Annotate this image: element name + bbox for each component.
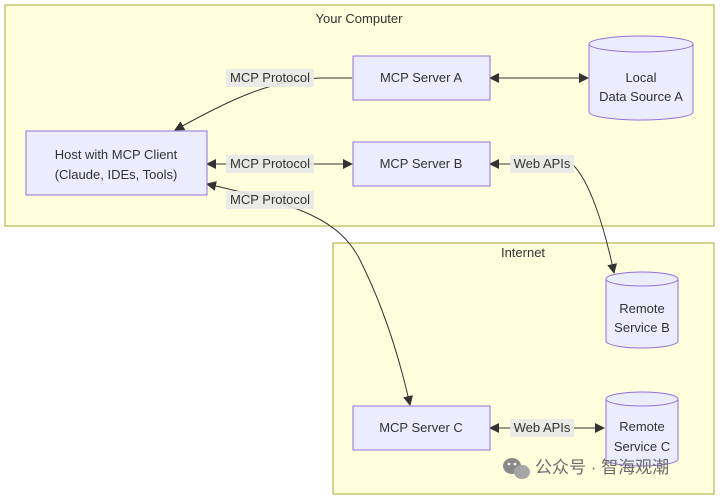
edge-label-bg (226, 155, 314, 173)
remote-service-b-node (605, 271, 679, 349)
remote-service-c-node (605, 391, 679, 467)
server-a-label: MCP Server A (380, 70, 462, 85)
local-data-source-node (588, 35, 694, 121)
wechat-icon (503, 458, 530, 479)
remote-c-line2: Service C (614, 439, 670, 454)
server-c-node (352, 405, 491, 451)
server-b-label: MCP Server B (380, 156, 463, 171)
remote-c-line1: Remote (619, 419, 665, 434)
edge-server-b-remote (490, 164, 614, 273)
host-node (25, 130, 208, 196)
edge-label-host-b: MCP Protocol (230, 156, 310, 171)
edge-label-host-a: MCP Protocol (230, 70, 310, 85)
edge-label-bg (226, 191, 314, 209)
your-computer-label: Your Computer (316, 11, 404, 26)
edge-label-b-remote: Web APIs (514, 156, 571, 171)
edge-label-c-remote: Web APIs (514, 420, 571, 435)
host-label-line1: Host with MCP Client (55, 147, 178, 162)
edge-label-bg (510, 419, 574, 437)
remote-b-line2: Service B (614, 320, 670, 335)
host-label-line2: (Claude, IDEs, Tools) (55, 167, 178, 182)
edge-label-host-c: MCP Protocol (230, 192, 310, 207)
remote-b-line1: Remote (619, 301, 665, 316)
local-ds-line1: Local (625, 70, 656, 85)
server-c-label: MCP Server C (379, 420, 463, 435)
local-ds-line2: Data Source A (599, 89, 683, 104)
server-a-node (352, 55, 491, 101)
server-b-node (352, 141, 491, 187)
edge-label-bg (226, 69, 314, 87)
watermark-text: 公众号 · 智海观潮 (535, 458, 669, 477)
internet-label: Internet (501, 245, 545, 260)
edge-label-bg (510, 155, 574, 173)
